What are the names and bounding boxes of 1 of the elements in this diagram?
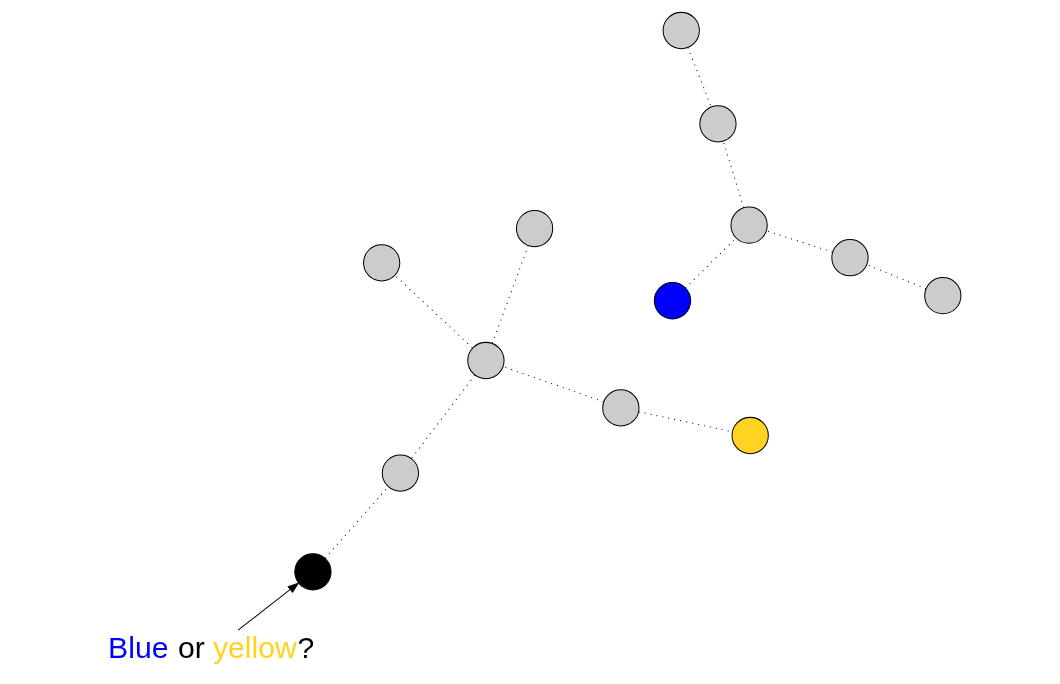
node-text: Blue or yellow? (107, 630, 314, 664)
